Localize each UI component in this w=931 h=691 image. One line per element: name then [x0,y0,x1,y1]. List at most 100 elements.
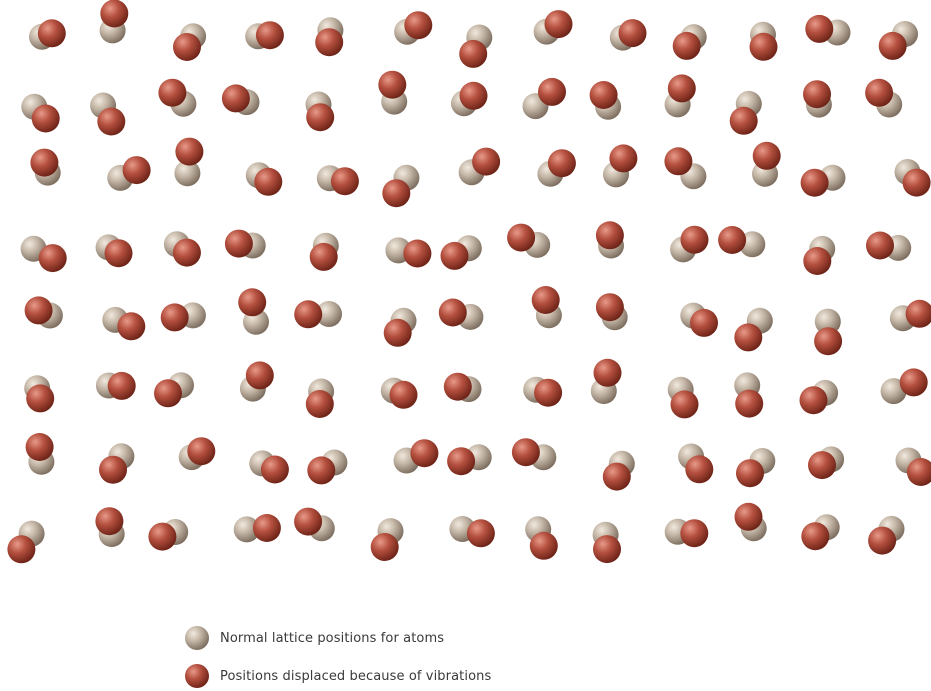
displaced-atom-icon [185,664,209,688]
displaced-atom [595,221,624,250]
displaced-atom [749,32,778,61]
displaced-atom [472,147,501,176]
displaced-atom [95,507,124,536]
displaced-atom [547,149,576,178]
displaced-atom [306,103,335,132]
displaced-atom [104,239,133,268]
displaced-atom [158,78,187,107]
displaced-atom [905,299,931,328]
displaced-atom [370,533,399,561]
displaced-atom [438,298,467,327]
displaced-atom [752,141,781,170]
displaced-atom [294,300,323,329]
atom-lattice-diagram [7,0,931,564]
displaced-atom [254,167,283,196]
displaced-atom [224,229,253,258]
displaced-atom [238,288,267,317]
displaced-atom [97,107,126,136]
displaced-atom [7,535,36,564]
displaced-atom [172,238,201,267]
displaced-atom [99,455,127,484]
displaced-atom [175,137,204,166]
displaced-atom [382,179,411,208]
normal-atom-icon [185,626,209,650]
displaced-atom [148,522,177,551]
legend-displaced-label: Positions displaced because of vibration… [220,668,492,684]
displaced-atom [100,0,129,28]
displaced-atom [803,247,832,275]
displaced-atom [799,386,828,415]
displaced-atom [595,293,624,322]
displaced-atom [38,244,67,273]
displaced-atom [902,168,931,197]
displaced-atom [667,74,696,103]
legend-displaced: Positions displaced because of vibration… [182,661,491,691]
displaced-atom [255,21,284,50]
displaced-atom [534,378,563,407]
displaced-atom [735,389,764,418]
displaced-atom [544,10,573,39]
displaced-atom [685,455,714,484]
displaced-atom [618,19,647,48]
normal-atom [233,516,260,543]
displaced-atom [511,438,540,467]
displaced-atom [26,384,55,413]
displaced-atom [30,148,59,177]
displaced-atom [602,462,631,491]
displaced-atom [507,223,536,252]
displaced-atom [734,323,763,352]
displaced-atom [410,439,439,468]
displaced-atom [593,358,622,387]
displaced-atom [24,296,53,325]
displaced-atom [404,11,433,40]
displaced-atom [680,225,709,254]
displaced-atom [160,303,189,332]
displaced-atom [899,368,928,397]
displaced-atom [440,241,469,270]
displaced-atom [403,239,432,268]
displaced-atom [609,144,638,173]
displaced-atom [459,81,488,110]
displaced-atom [447,447,476,476]
displaced-atom [866,231,894,260]
displaced-atom [801,522,830,551]
displaced-atom [718,226,747,254]
displaced-atom [680,519,709,548]
displaced-atom [315,28,344,57]
displaced-atom [734,502,763,531]
displaced-atom [589,81,618,109]
displaced-atom [803,80,831,109]
displaced-atom [252,514,281,542]
displaced-atom [107,371,136,400]
displaced-atom [305,390,334,418]
displaced-atom [868,526,897,555]
displaced-atom [529,531,558,560]
displaced-atom [906,458,931,486]
displaced-atom [729,106,758,135]
displaced-atom [307,456,336,485]
normal-atom [316,301,342,327]
displaced-atom [154,379,182,408]
legend-normal: Normal lattice positions for atoms [182,623,444,653]
displaced-atom [672,31,701,60]
displaced-atom [805,14,834,43]
displaced-atom [808,451,836,480]
displaced-atom [664,147,693,176]
displaced-atom [187,437,216,466]
displaced-atom [245,361,274,390]
normal-atom [174,160,201,187]
displaced-atom [538,77,566,106]
displaced-atom [378,70,407,99]
displaced-atom [800,168,829,197]
displaced-atom [690,308,718,337]
displaced-atom [309,242,338,271]
displaced-atom [865,78,894,107]
displaced-atom [25,433,54,461]
displaced-atom [122,156,151,185]
normal-atom [814,308,841,335]
displaced-atom [459,39,488,68]
displaced-atom [173,33,201,61]
displaced-atom [383,318,412,347]
displaced-atom [330,167,359,196]
displaced-atom [593,535,621,564]
